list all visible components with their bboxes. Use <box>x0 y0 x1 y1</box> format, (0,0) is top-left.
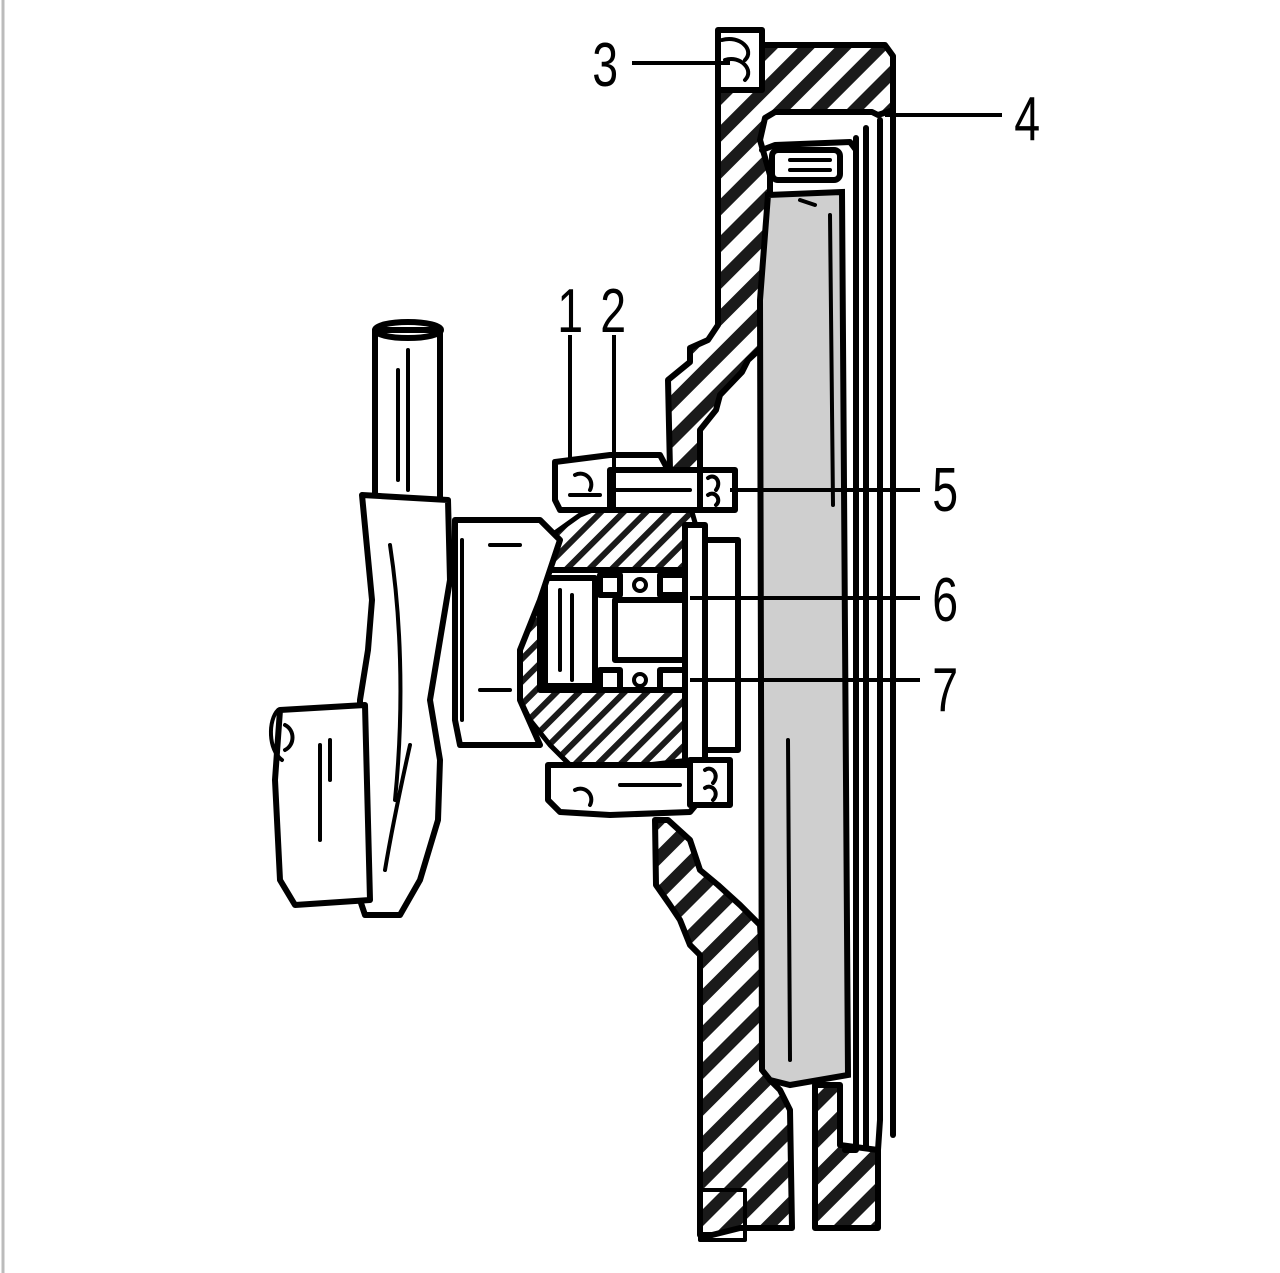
housing-rim <box>715 27 765 93</box>
callout-7: 7 <box>932 654 958 724</box>
bottom-bolt <box>545 757 733 818</box>
callout-labels: 1 2 3 4 5 6 7 <box>557 29 1040 724</box>
callout-6: 6 <box>932 564 958 634</box>
top-bolt <box>552 452 738 513</box>
callout-1: 1 <box>557 275 583 345</box>
housing-section <box>652 35 896 1242</box>
callout-5: 5 <box>932 454 958 524</box>
callout-3: 3 <box>592 29 618 99</box>
leader-lines <box>568 61 1002 682</box>
callout-4: 4 <box>1014 83 1040 153</box>
release-fork-lever <box>269 319 563 918</box>
friction-plate <box>756 188 852 1089</box>
callout-2: 2 <box>600 275 626 345</box>
pressure-plate <box>759 107 896 1153</box>
